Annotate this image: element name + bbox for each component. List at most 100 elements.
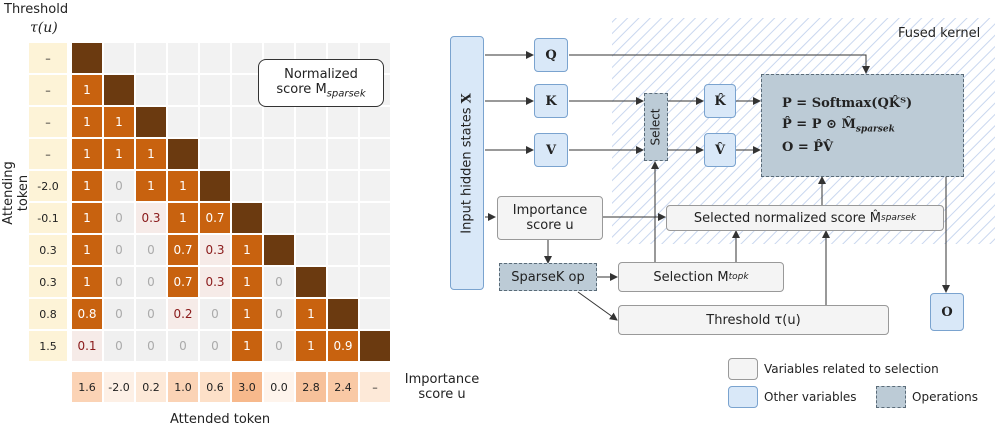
importance-value: 2.8 <box>296 372 326 402</box>
selection-label: Selection M <box>653 269 729 285</box>
formula-p: P = Softmax(QK̂ᵀ) <box>782 95 913 111</box>
threshold-value: -0.1 <box>29 203 67 233</box>
score-cell: 1 <box>136 171 166 201</box>
empty-cell <box>360 299 390 329</box>
empty-cell <box>296 171 326 201</box>
importance-value: 1.6 <box>72 372 102 402</box>
diagonal-cell <box>136 107 166 137</box>
sparsek-op: SparseK op <box>499 263 597 291</box>
empty-cell <box>264 171 294 201</box>
formula-phat: P̂ = P ⊙ M̂ <box>782 116 856 132</box>
select-label: Select <box>649 108 663 146</box>
score-cell: 0.3 <box>200 267 230 297</box>
importance-label-line2: score u <box>418 387 466 402</box>
threshold-value: 1.5 <box>29 331 67 361</box>
threshold-value: -2.0 <box>29 171 67 201</box>
score-cell: 0.8 <box>72 299 102 329</box>
threshold-value: 0.8 <box>29 299 67 329</box>
legend-swatch-selection <box>728 358 758 380</box>
importance-line2: score u <box>526 218 574 233</box>
arrow-q-formula <box>569 54 870 74</box>
legend-box-line2: score M <box>276 81 327 97</box>
importance-value: – <box>360 372 390 402</box>
empty-cell <box>296 235 326 265</box>
threshold-value: – <box>29 139 67 169</box>
threshold-value: 0.3 <box>29 235 67 265</box>
score-cell: 1 <box>168 203 198 233</box>
diagonal-cell <box>264 235 294 265</box>
empty-cell <box>264 203 294 233</box>
threshold-title: Threshold <box>4 2 69 17</box>
empty-cell <box>104 43 134 73</box>
importance-score-label: Importance score u <box>402 372 482 402</box>
q-box: Q <box>534 38 568 72</box>
diagonal-cell <box>360 331 390 361</box>
importance-value: 3.0 <box>232 372 262 402</box>
score-cell: 1 <box>72 267 102 297</box>
threshold-symbol: τ(u) <box>30 20 58 36</box>
score-cell: 0 <box>104 171 134 201</box>
selected-score-box: Selected normalized score M̂sparsek <box>666 205 944 231</box>
threshold-value: – <box>29 107 67 137</box>
empty-cell <box>328 107 358 137</box>
output-o-box: O <box>930 293 964 331</box>
select-op: Select <box>644 93 668 161</box>
empty-cell <box>360 267 390 297</box>
score-cell: 0.2 <box>168 299 198 329</box>
score-cell: 1 <box>72 235 102 265</box>
arrow-sparsek-threshold <box>577 291 618 321</box>
threshold-box: Threshold τ(u) <box>618 305 889 335</box>
importance-value: 1.0 <box>168 372 198 402</box>
diagonal-cell <box>104 75 134 105</box>
score-cell: 1 <box>296 299 326 329</box>
v-box: V <box>534 133 568 167</box>
empty-cell <box>200 75 230 105</box>
empty-cell <box>360 139 390 169</box>
score-cell: 1 <box>72 171 102 201</box>
importance-value: 0.2 <box>136 372 166 402</box>
score-cell: 0.3 <box>136 203 166 233</box>
input-hidden-states-label: Input hidden states <box>459 107 475 234</box>
empty-cell <box>232 43 262 73</box>
empty-cell <box>264 139 294 169</box>
formula-phat-wrap: P̂ = P ⊙ M̂sparsek <box>782 117 895 135</box>
empty-cell <box>168 43 198 73</box>
importance-score-box: Importance score u <box>497 196 603 240</box>
score-cell: 0.9 <box>328 331 358 361</box>
score-cell: 1 <box>104 139 134 169</box>
score-cell: 0 <box>200 299 230 329</box>
normalized-score-legend-box: Normalized score Msparsek <box>258 59 384 107</box>
empty-cell <box>328 139 358 169</box>
score-cell: 0 <box>168 331 198 361</box>
selection-sub: topk <box>728 272 749 282</box>
score-cell: 0 <box>136 299 166 329</box>
score-cell: 0 <box>104 203 134 233</box>
score-cell: 0 <box>104 267 134 297</box>
selected-score-label: Selected normalized score M̂ <box>693 210 882 226</box>
selected-score-sub: sparsek <box>881 213 917 223</box>
diagonal-cell <box>328 299 358 329</box>
score-cell: 0 <box>104 331 134 361</box>
empty-cell <box>232 171 262 201</box>
empty-cell <box>296 139 326 169</box>
legend-ops-label: Operations <box>912 390 978 404</box>
score-cell: 1 <box>72 139 102 169</box>
score-cell: 0 <box>104 235 134 265</box>
legend-swatch-ops <box>876 386 906 408</box>
score-cell: 0.7 <box>168 267 198 297</box>
input-hidden-states-rot: Input hidden states X <box>460 93 475 233</box>
score-cell: 0 <box>136 267 166 297</box>
score-cell: 1 <box>72 203 102 233</box>
k-hat-box: K̂ <box>704 84 736 118</box>
score-cell: 0.3 <box>200 235 230 265</box>
legend-box-line2-wrap: score Msparsek <box>276 82 365 100</box>
empty-cell <box>168 107 198 137</box>
score-cell: 1 <box>296 331 326 361</box>
diagonal-cell <box>72 43 102 73</box>
formula-box: P = Softmax(QK̂ᵀ) P̂ = P ⊙ M̂sparsek O =… <box>761 74 964 177</box>
score-cell: 0.1 <box>72 331 102 361</box>
empty-cell <box>360 203 390 233</box>
score-cell: 0 <box>104 299 134 329</box>
empty-cell <box>328 203 358 233</box>
